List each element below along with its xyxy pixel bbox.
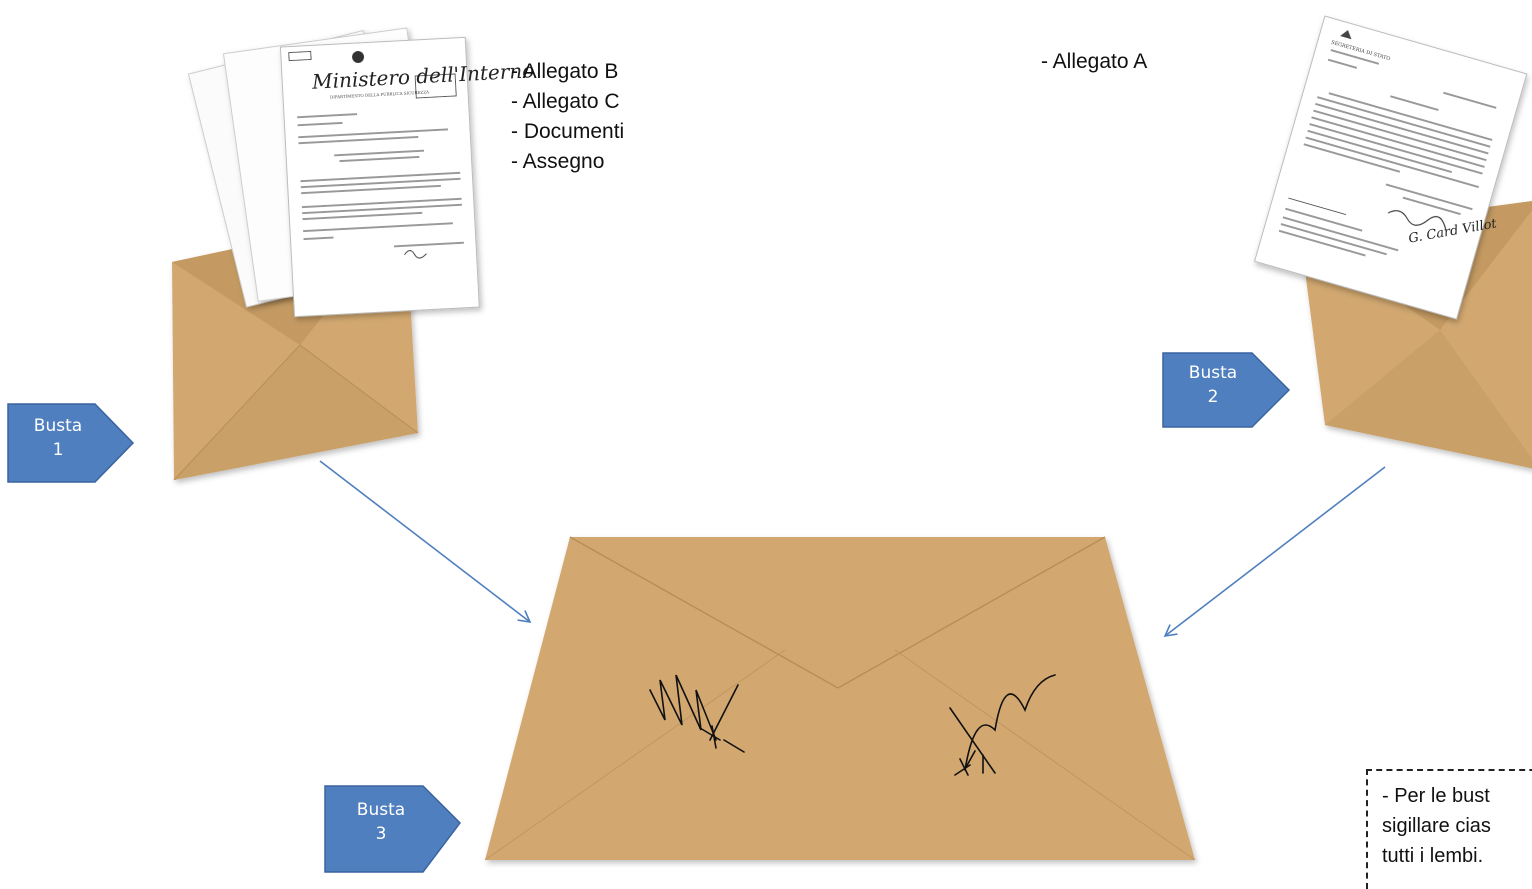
tag-label: Busta: [1188, 363, 1238, 383]
seal-signature-left: [649, 674, 745, 753]
note-line: - Per le bust: [1382, 785, 1490, 807]
attachment-item: - Allegato A: [1041, 50, 1148, 73]
attachment-item: - Allegato C: [511, 90, 620, 113]
tag-label: Busta: [33, 416, 83, 436]
tag-shape-3: [324, 785, 461, 873]
attachment-item: - Assegno: [511, 150, 605, 173]
sealing-note: - Per le bust sigillare cias tutti i lem…: [1366, 769, 1532, 889]
tag-busta-2: Busta 2: [1163, 361, 1263, 409]
attachment-item: - Allegato B: [511, 60, 619, 83]
tag-number: 2: [1207, 387, 1219, 407]
attachments-list-busta2: - Allegato A: [1041, 47, 1147, 77]
tag-shape-2: [1162, 352, 1291, 428]
note-line: sigillare cias: [1382, 815, 1491, 837]
tag-busta-1: Busta 1: [8, 414, 108, 462]
tag-number: 1: [52, 440, 64, 460]
attachments-list-busta1: - Allegato B - Allegato C - Documenti - …: [511, 57, 624, 177]
tag-shape-1: [7, 403, 135, 483]
attachment-item: - Documenti: [511, 120, 625, 143]
document-stack-left: [187, 27, 480, 318]
document-right: [1253, 15, 1528, 320]
seal-signature-right: [949, 674, 1056, 776]
tag-busta-3: Busta 3: [325, 798, 437, 846]
tag-number: 3: [375, 824, 387, 844]
note-line: tutti i lembi.: [1382, 845, 1484, 867]
tag-label: Busta: [356, 800, 406, 820]
arrow-busta2-to-busta3: [1163, 466, 1386, 638]
envelope-3: [484, 536, 1196, 861]
arrow-busta1-to-busta3: [319, 460, 532, 624]
